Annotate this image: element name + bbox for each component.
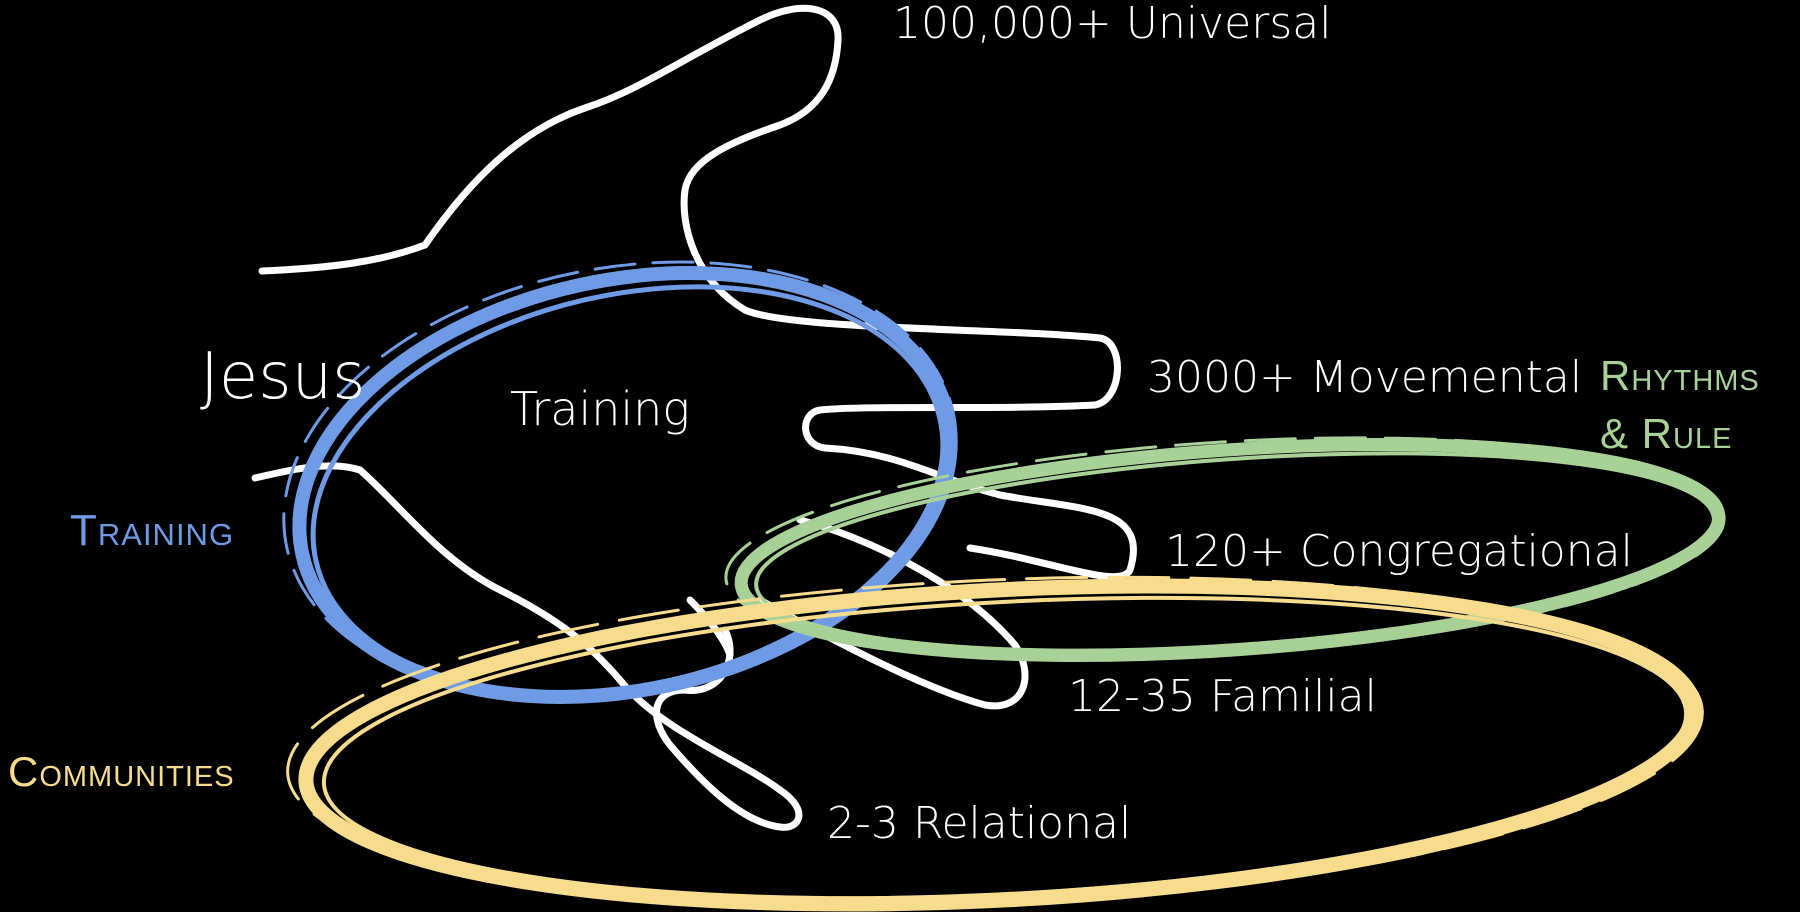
finger-label-congregational: 120+ Congregational [1165,526,1633,577]
rhythms-ring-label-line2: & Rule [1600,410,1732,457]
communities-ring-label: Communities [8,748,235,795]
inner-training-label: Training [510,382,690,436]
finger-label-movemental: 3000+ Movemental [1147,352,1582,403]
hand-palm-contour [251,462,803,831]
finger-label-universal: 100,000+ Universal [893,0,1331,49]
finger-label-relational: 2-3 Relational [827,798,1131,849]
finger-label-familial: 12-35 Familial [1068,671,1377,722]
center-label: Jesus [200,340,366,414]
rhythms-ring-label-line1: Rhythms [1600,352,1760,399]
communities-ring [286,575,1704,912]
training-ring [282,260,958,704]
training-ring-label: Training [70,506,234,555]
rhythms-ring [724,436,1726,662]
